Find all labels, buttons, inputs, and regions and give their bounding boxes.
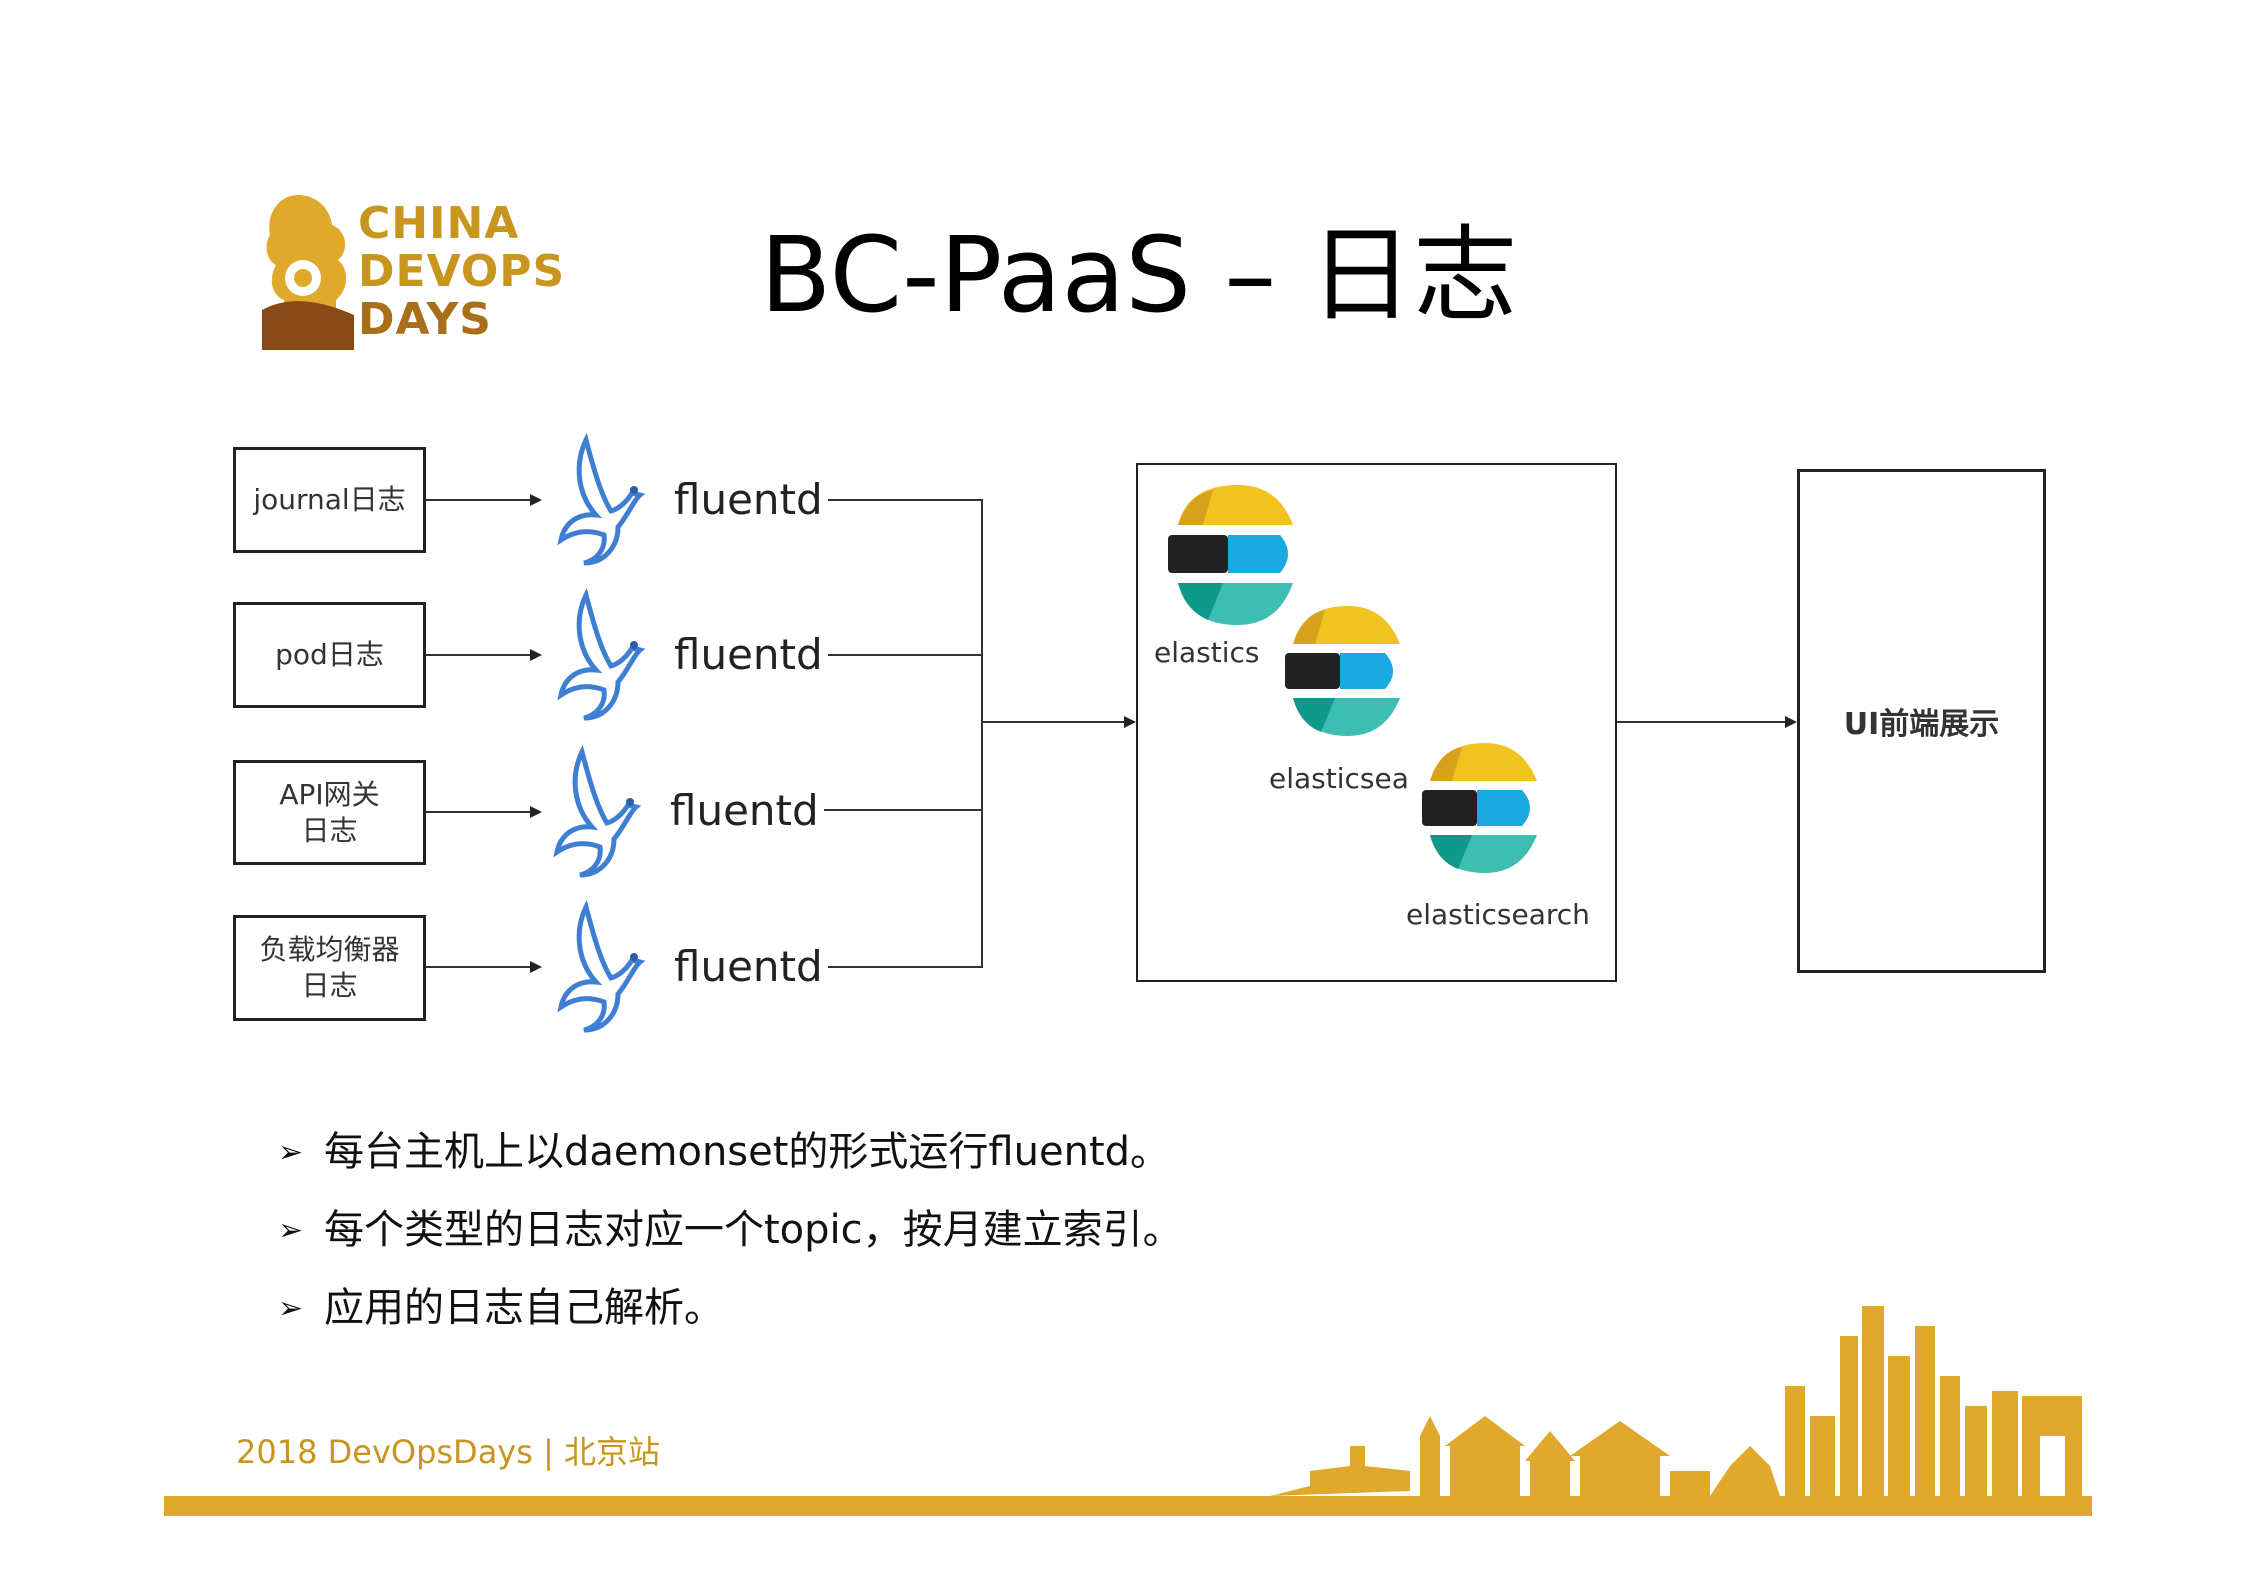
source-label-api-gateway-line2: 日志 bbox=[301, 813, 358, 847]
bullet-item-3: ➢ 应用的日志自己解析。 bbox=[278, 1280, 724, 1337]
source-label-pod: pod日志 bbox=[275, 638, 384, 671]
bullet-item-2: ➢ 每个类型的日志对应一个topic，按月建立索引。 bbox=[278, 1202, 1183, 1259]
elasticsearch-cluster-box bbox=[1136, 463, 1617, 982]
bullet-text-3: 应用的日志自己解析。 bbox=[324, 1285, 724, 1331]
ui-frontend-box: UI前端展示 bbox=[1797, 469, 2046, 973]
source-label-journal: journal日志 bbox=[253, 483, 406, 516]
elastic-logo-icon bbox=[1422, 743, 1537, 873]
fluentd-bird-icon bbox=[557, 432, 646, 566]
fluentd-bird-icon bbox=[557, 899, 646, 1033]
bullet-item-1: ➢ 每台主机上以daemonset的形式运行fluentd。 bbox=[278, 1124, 1170, 1181]
elastic-label-2: elasticsea bbox=[1269, 762, 1409, 795]
ui-frontend-label: UI前端展示 bbox=[1843, 707, 2000, 742]
logo-text-china: CHINA bbox=[358, 198, 520, 249]
elastic-label-1: elastics bbox=[1154, 636, 1260, 669]
source-label-load-balancer-line2: 日志 bbox=[301, 969, 358, 1002]
fluentd-label-3: fluentd bbox=[670, 786, 819, 835]
logo-text-devops: DEVOPS bbox=[358, 246, 566, 297]
footer-text: 2018 DevOpsDays | 北京站 bbox=[236, 1433, 661, 1471]
source-label-load-balancer-line1: 负载均衡器 bbox=[259, 933, 400, 966]
page-title: BC-PaaS – 日志 bbox=[760, 214, 1518, 336]
elastic-logo-icon bbox=[1168, 485, 1293, 625]
fluentd-bird-icon bbox=[557, 587, 646, 721]
source-box-api-gateway: API网关 日志 bbox=[233, 760, 426, 865]
beijing-skyline-icon bbox=[1270, 1306, 2082, 1496]
bullet-text-1: 每台主机上以daemonset的形式运行fluentd。 bbox=[324, 1129, 1171, 1175]
fluentd-merge-line-outer bbox=[828, 499, 983, 968]
source-box-pod: pod日志 bbox=[233, 602, 426, 708]
bullet-arrow-icon: ➢ bbox=[278, 1213, 304, 1248]
logo-text-days: DAYS bbox=[358, 294, 492, 345]
bullet-arrow-icon: ➢ bbox=[278, 1291, 304, 1326]
elastic-label-3: elasticsearch bbox=[1406, 898, 1590, 931]
logo-emblem-icon bbox=[262, 195, 354, 350]
bullet-arrow-icon: ➢ bbox=[278, 1135, 304, 1170]
source-box-journal: journal日志 bbox=[233, 447, 426, 553]
fluentd-label-1: fluentd bbox=[674, 475, 823, 524]
elastic-logo-icon bbox=[1285, 606, 1400, 736]
source-box-load-balancer: 负载均衡器 日志 bbox=[233, 915, 426, 1021]
fluentd-label-2: fluentd bbox=[674, 630, 823, 679]
footer-band bbox=[164, 1496, 2092, 1516]
china-devops-days-logo: CHINA DEVOPS DAYS bbox=[258, 190, 564, 350]
bullet-text-2: 每个类型的日志对应一个topic，按月建立索引。 bbox=[324, 1207, 1183, 1253]
fluentd-bird-icon bbox=[553, 744, 642, 878]
source-label-api-gateway-line1: API网关 bbox=[279, 777, 380, 811]
fluentd-label-4: fluentd bbox=[674, 942, 823, 991]
